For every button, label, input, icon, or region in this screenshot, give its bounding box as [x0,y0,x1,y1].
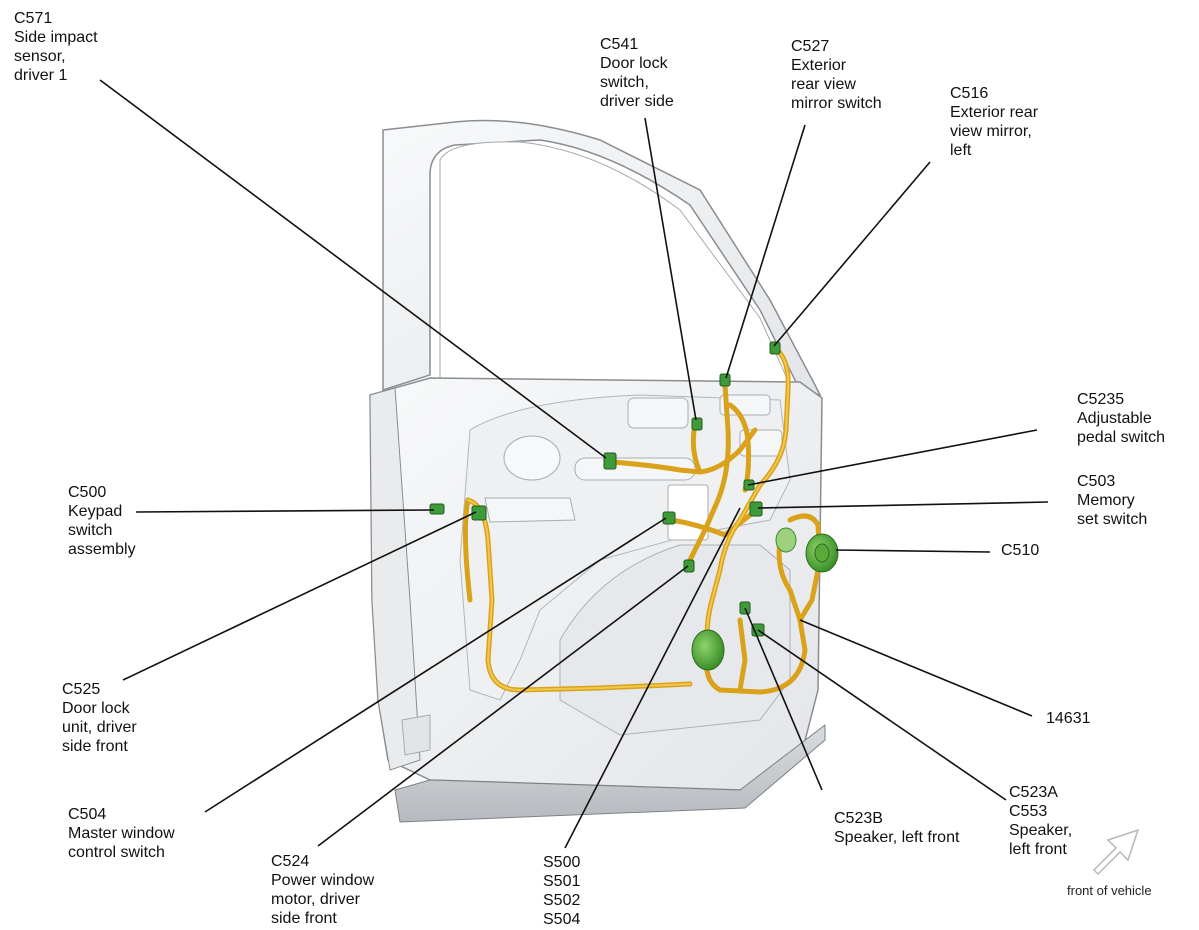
door-shell [369,119,826,823]
label-c525-line: side front [62,738,128,755]
leader-c571 [99,79,607,459]
label-c523b-line: Speaker, left front [834,829,960,846]
label-c5235: C5235 Adjustable pedal switch [1077,390,1165,447]
arrow-up-right-icon [1092,828,1140,876]
connector-c541 [691,417,703,431]
label-c527-line: rear view [791,76,856,93]
label-c525-line: Door lock [62,700,130,717]
label-c516: C516 Exterior rear view mirror, left [950,84,1038,160]
label-c541-line: C541 [600,36,639,53]
speaker-left-front [691,629,725,671]
leader-c503 [757,501,1049,509]
label-c523b: C523B Speaker, left front [834,809,959,847]
front-of-vehicle-label: front of vehicle [1067,883,1152,899]
label-c523a-line: C553 [1009,803,1048,820]
label-c503-line: Memory [1077,492,1135,509]
label-c524-line: C524 [271,853,310,870]
label-c523a-line: left front [1009,841,1067,858]
label-c500-line: C500 [68,484,107,501]
label-c571-line: sensor, [14,48,66,65]
label-c541-line: Door lock [600,55,668,72]
label-c541-line: switch, [600,74,649,91]
label-c500-line: Keypad [68,503,123,520]
label-c5235-line: pedal switch [1077,429,1166,446]
label-c516-line: Exterior rear [950,104,1039,121]
label-c571-line: C571 [14,10,53,27]
label-c527: C527 Exterior rear view mirror switch [791,37,882,113]
label-c571: C571 Side impact sensor, driver 1 [14,9,98,85]
label-c523a: C523A C553 Speaker, left front [1009,783,1072,859]
leader-c523a [757,629,1007,801]
leader-lines [99,79,1049,849]
label-c5235-line: C5235 [1077,391,1125,408]
label-s500-line: S500 [543,854,581,871]
label-c510: C510 [1001,541,1039,560]
label-c524-line: motor, driver [271,891,360,908]
leader-c510 [835,549,991,553]
label-14631-line: 14631 [1046,710,1091,727]
leader-c516 [773,161,931,347]
label-c571-line: Side impact [14,29,98,46]
label-c525-line: unit, driver [62,719,137,736]
label-c524-line: side front [271,910,337,927]
label-c516-line: C516 [950,85,989,102]
connector-c527 [719,373,731,387]
label-c510-line: C510 [1001,542,1040,559]
connector-c571 [603,452,617,470]
connector-c503 [749,501,763,517]
label-c516-line: view mirror, [950,123,1032,140]
label-c5235-line: Adjustable [1077,410,1152,427]
label-c503: C503 Memory set switch [1077,472,1147,529]
leader-c524 [317,565,689,847]
label-c527-line: Exterior [791,57,847,74]
connector-c524 [683,559,695,573]
label-c527-line: C527 [791,38,830,55]
speaker-c510 [805,533,839,573]
label-s500-line: S501 [543,873,581,890]
label-c524: C524 Power window motor, driver side fro… [271,852,374,928]
label-c500-line: switch [68,522,113,539]
label-s500-line: S504 [543,911,581,928]
leader-c504 [204,517,667,813]
label-c523a-line: Speaker, [1009,822,1073,839]
leader-s500 [564,507,741,849]
label-c516-line: left [950,142,972,159]
label-s500-line: S502 [543,892,581,909]
label-c504: C504 Master window control switch [68,805,175,862]
connector-c516 [769,341,781,355]
leader-14631 [799,619,1033,717]
leader-c523b [744,607,823,791]
connector-c525 [471,505,487,521]
label-c525-line: C525 [62,681,101,698]
front-of-vehicle-text: front of vehicle [1067,883,1152,898]
leader-c525 [122,511,477,681]
connector-c504 [662,511,676,525]
label-c571-line: driver 1 [14,67,68,84]
label-c527-line: mirror switch [791,95,882,112]
label-c525: C525 Door lock unit, driver side front [62,680,137,756]
label-c503-line: set switch [1077,511,1148,528]
label-c523b-line: C523B [834,810,883,827]
label-c504-line: Master window [68,825,175,842]
label-s500: S500 S501 S502 S504 [543,853,580,929]
label-c504-line: C504 [68,806,107,823]
connectors [429,341,839,671]
connector-c500 [429,503,445,515]
label-c503-line: C503 [1077,473,1116,490]
label-14631: 14631 [1046,709,1091,728]
leader-c500 [135,509,435,513]
leader-c541 [644,117,697,421]
label-c500-line: assembly [68,541,136,558]
label-c524-line: Power window [271,872,375,889]
leader-c527 [725,124,806,379]
label-c504-line: control switch [68,844,165,861]
label-c500: C500 Keypad switch assembly [68,483,136,559]
leader-c5235 [747,429,1038,486]
label-c541: C541 Door lock switch, driver side [600,35,674,111]
label-c541-line: driver side [600,93,674,110]
label-c523a-line: C523A [1009,784,1058,801]
